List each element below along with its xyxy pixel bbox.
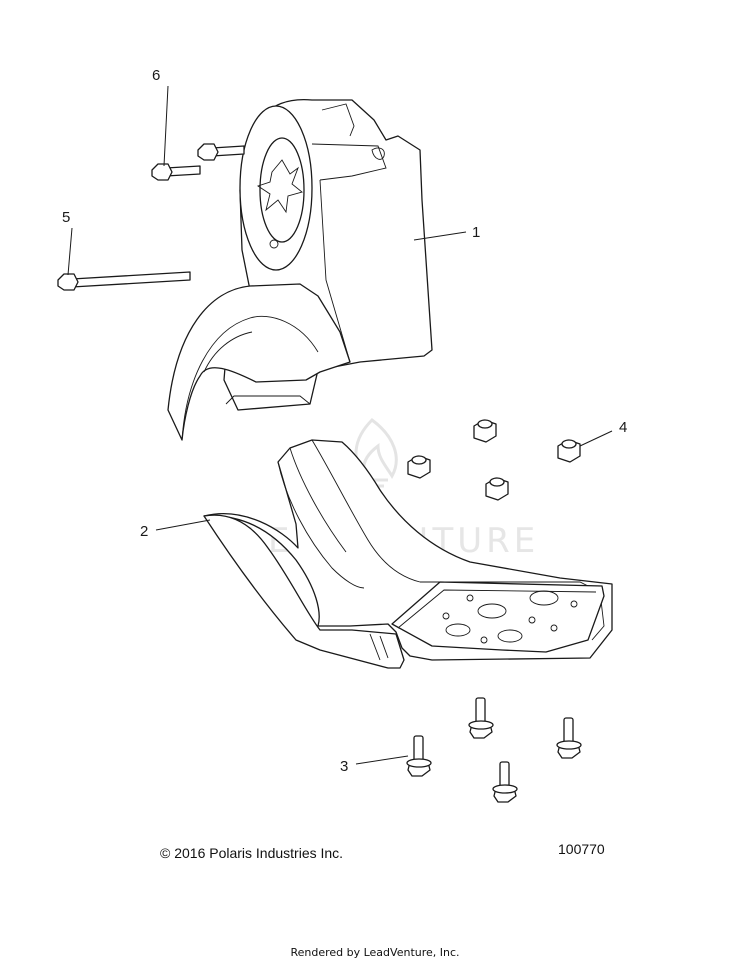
part-4-nuts — [407, 419, 581, 501]
part-5-long-bolt — [57, 271, 191, 291]
rendered-by-text: Rendered by LeadVenture, Inc. — [290, 946, 460, 959]
nut-4a — [473, 419, 497, 443]
part-2-skid-plate — [203, 439, 613, 669]
callout-3-label: 3 — [340, 758, 348, 775]
callout-5: 5 — [62, 209, 73, 276]
copyright-text: © 2016 Polaris Industries Inc. — [160, 845, 344, 861]
callout-2: 2 — [140, 519, 211, 540]
diagram-number: 100770 — [558, 841, 605, 857]
nut-4d — [485, 477, 509, 501]
bolt-3a — [406, 735, 432, 777]
callout-4-label: 4 — [619, 419, 627, 436]
part-3-bolts — [406, 697, 582, 803]
part-6-bolts — [151, 143, 245, 181]
part-1-upper-cover — [167, 98, 433, 441]
nut-4c — [407, 455, 431, 479]
callout-6: 6 — [152, 67, 169, 167]
callout-1-label: 1 — [472, 224, 480, 241]
callout-5-label: 5 — [62, 209, 70, 226]
callout-6-label: 6 — [152, 67, 160, 84]
bolt-3c — [556, 717, 582, 759]
callout-3: 3 — [340, 755, 409, 775]
bolt-3b — [468, 697, 494, 739]
nut-4b — [557, 439, 581, 463]
callout-1: 1 — [413, 224, 480, 241]
callout-4: 4 — [579, 419, 627, 447]
callout-2-label: 2 — [140, 523, 148, 540]
bolt-3d — [492, 761, 518, 803]
